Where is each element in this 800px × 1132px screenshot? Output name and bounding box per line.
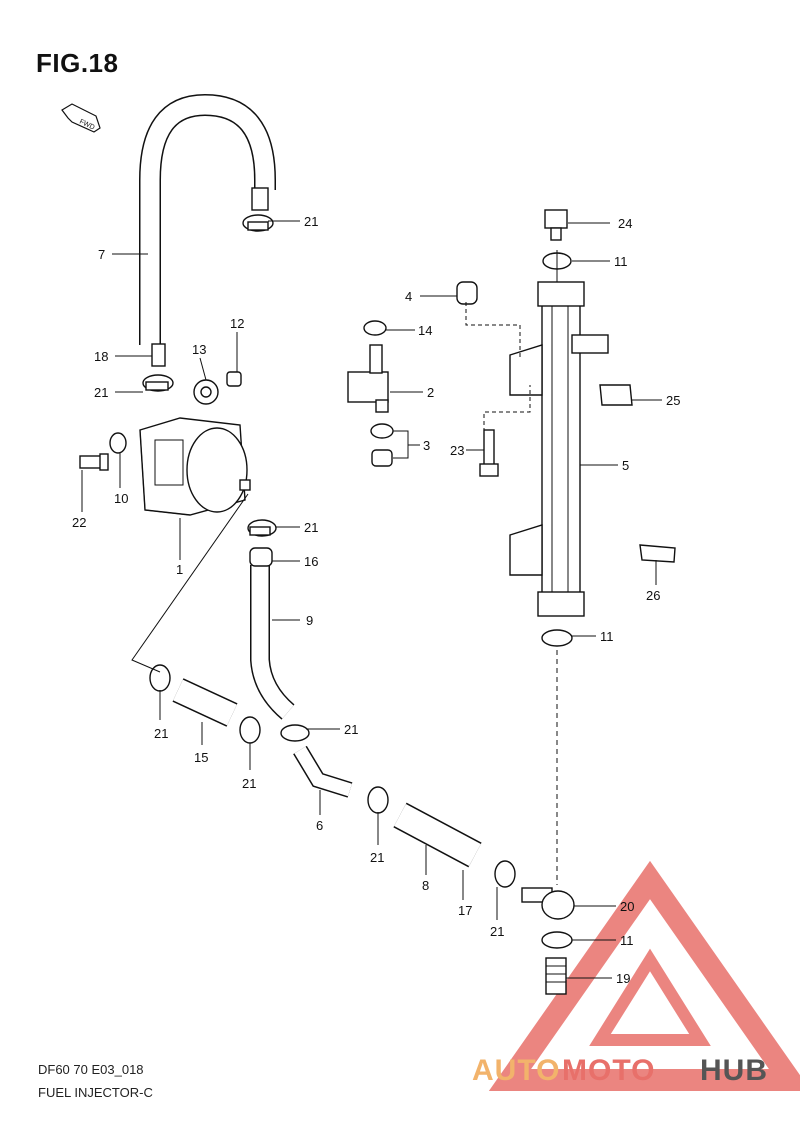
part-11-washer-bottom bbox=[541, 931, 573, 949]
callout-21: 21 bbox=[304, 520, 318, 535]
callout-26: 26 bbox=[646, 588, 660, 603]
clamp-21-top bbox=[242, 214, 274, 232]
callout-3: 3 bbox=[423, 438, 430, 453]
part-8-hose bbox=[393, 802, 482, 868]
callout-12: 12 bbox=[230, 316, 244, 331]
callout-15: 15 bbox=[194, 750, 208, 765]
part-7-fuel-hose bbox=[139, 93, 276, 367]
callout-21: 21 bbox=[370, 850, 384, 865]
callout-9: 9 bbox=[306, 613, 313, 628]
part-20-union bbox=[521, 887, 575, 920]
figure-title: FIG.18 bbox=[36, 48, 119, 78]
callout-10: 10 bbox=[114, 491, 128, 506]
footer-model-code: DF60 70 E03_018 bbox=[38, 1062, 144, 1077]
part-10-washer bbox=[109, 432, 127, 454]
fwd-arrow-icon: FWD bbox=[61, 103, 101, 133]
leader-lines bbox=[81, 220, 662, 979]
callout-14: 14 bbox=[418, 323, 432, 338]
callout-7: 7 bbox=[98, 247, 105, 262]
callout-21: 21 bbox=[242, 776, 256, 791]
callout-21: 21 bbox=[490, 924, 504, 939]
clamp-21-filter-top bbox=[142, 374, 174, 392]
callout-labels: 21 7 24 11 4 14 12 13 18 21 2 25 3 23 5 … bbox=[72, 214, 680, 986]
footer-section-name: FUEL INJECTOR-C bbox=[38, 1085, 153, 1100]
callout-11: 11 bbox=[600, 629, 614, 644]
part-2-injector bbox=[347, 344, 389, 413]
assembly-lines bbox=[131, 250, 558, 885]
part-22-bolt bbox=[79, 453, 109, 471]
part-11-washer-mid bbox=[541, 629, 573, 647]
watermark-auto: AUTO bbox=[472, 1054, 560, 1087]
part-1-fuel-filter bbox=[139, 417, 251, 516]
part-12-bush bbox=[226, 371, 242, 387]
watermark-triangle bbox=[488, 860, 800, 1091]
part-15-hose bbox=[172, 678, 238, 727]
part-13-grommet bbox=[193, 379, 219, 405]
callout-16: 16 bbox=[304, 554, 318, 569]
part-26-clamp bbox=[639, 544, 676, 563]
callout-20: 20 bbox=[620, 899, 634, 914]
callout-1: 1 bbox=[176, 562, 183, 577]
callout-4: 4 bbox=[405, 289, 412, 304]
clamp-21-filter-out bbox=[247, 519, 277, 537]
callout-21: 21 bbox=[344, 722, 358, 737]
part-3-seals bbox=[370, 423, 394, 467]
part-14-ring bbox=[363, 320, 387, 336]
clamp-21-elbow bbox=[280, 724, 310, 742]
callout-6: 6 bbox=[316, 818, 323, 833]
part-25-clamp bbox=[599, 384, 633, 406]
part-5-delivery-pipe bbox=[509, 281, 609, 617]
part-9-hose bbox=[250, 565, 295, 720]
callout-21: 21 bbox=[94, 385, 108, 400]
callout-13: 13 bbox=[192, 342, 206, 357]
part-4-cushion bbox=[456, 281, 478, 305]
part-6-elbow bbox=[293, 745, 353, 798]
callout-18: 18 bbox=[94, 349, 108, 364]
part-23-bolt bbox=[479, 429, 499, 477]
callout-25: 25 bbox=[666, 393, 680, 408]
clamp-21-right bbox=[367, 786, 389, 814]
callout-11: 11 bbox=[614, 254, 628, 269]
watermark-logo bbox=[488, 860, 800, 1091]
callout-8: 8 bbox=[422, 878, 429, 893]
part-16-hose bbox=[249, 547, 273, 567]
callout-11: 11 bbox=[620, 933, 634, 948]
clamp-21-bottom bbox=[494, 860, 516, 888]
watermark-hub: HUB bbox=[700, 1054, 768, 1087]
callout-21: 21 bbox=[304, 214, 318, 229]
clamp-21-mid bbox=[239, 716, 261, 744]
part-24-bolt bbox=[544, 209, 568, 241]
callout-21: 21 bbox=[154, 726, 168, 741]
callout-5: 5 bbox=[622, 458, 629, 473]
callout-19: 19 bbox=[616, 971, 630, 986]
callout-2: 2 bbox=[427, 385, 434, 400]
callout-17: 17 bbox=[458, 903, 472, 918]
callout-24: 24 bbox=[618, 216, 632, 231]
part-19-bolt bbox=[545, 957, 567, 995]
callout-22: 22 bbox=[72, 515, 86, 530]
watermark-moto: MOTO bbox=[562, 1054, 655, 1087]
callout-23: 23 bbox=[450, 443, 464, 458]
